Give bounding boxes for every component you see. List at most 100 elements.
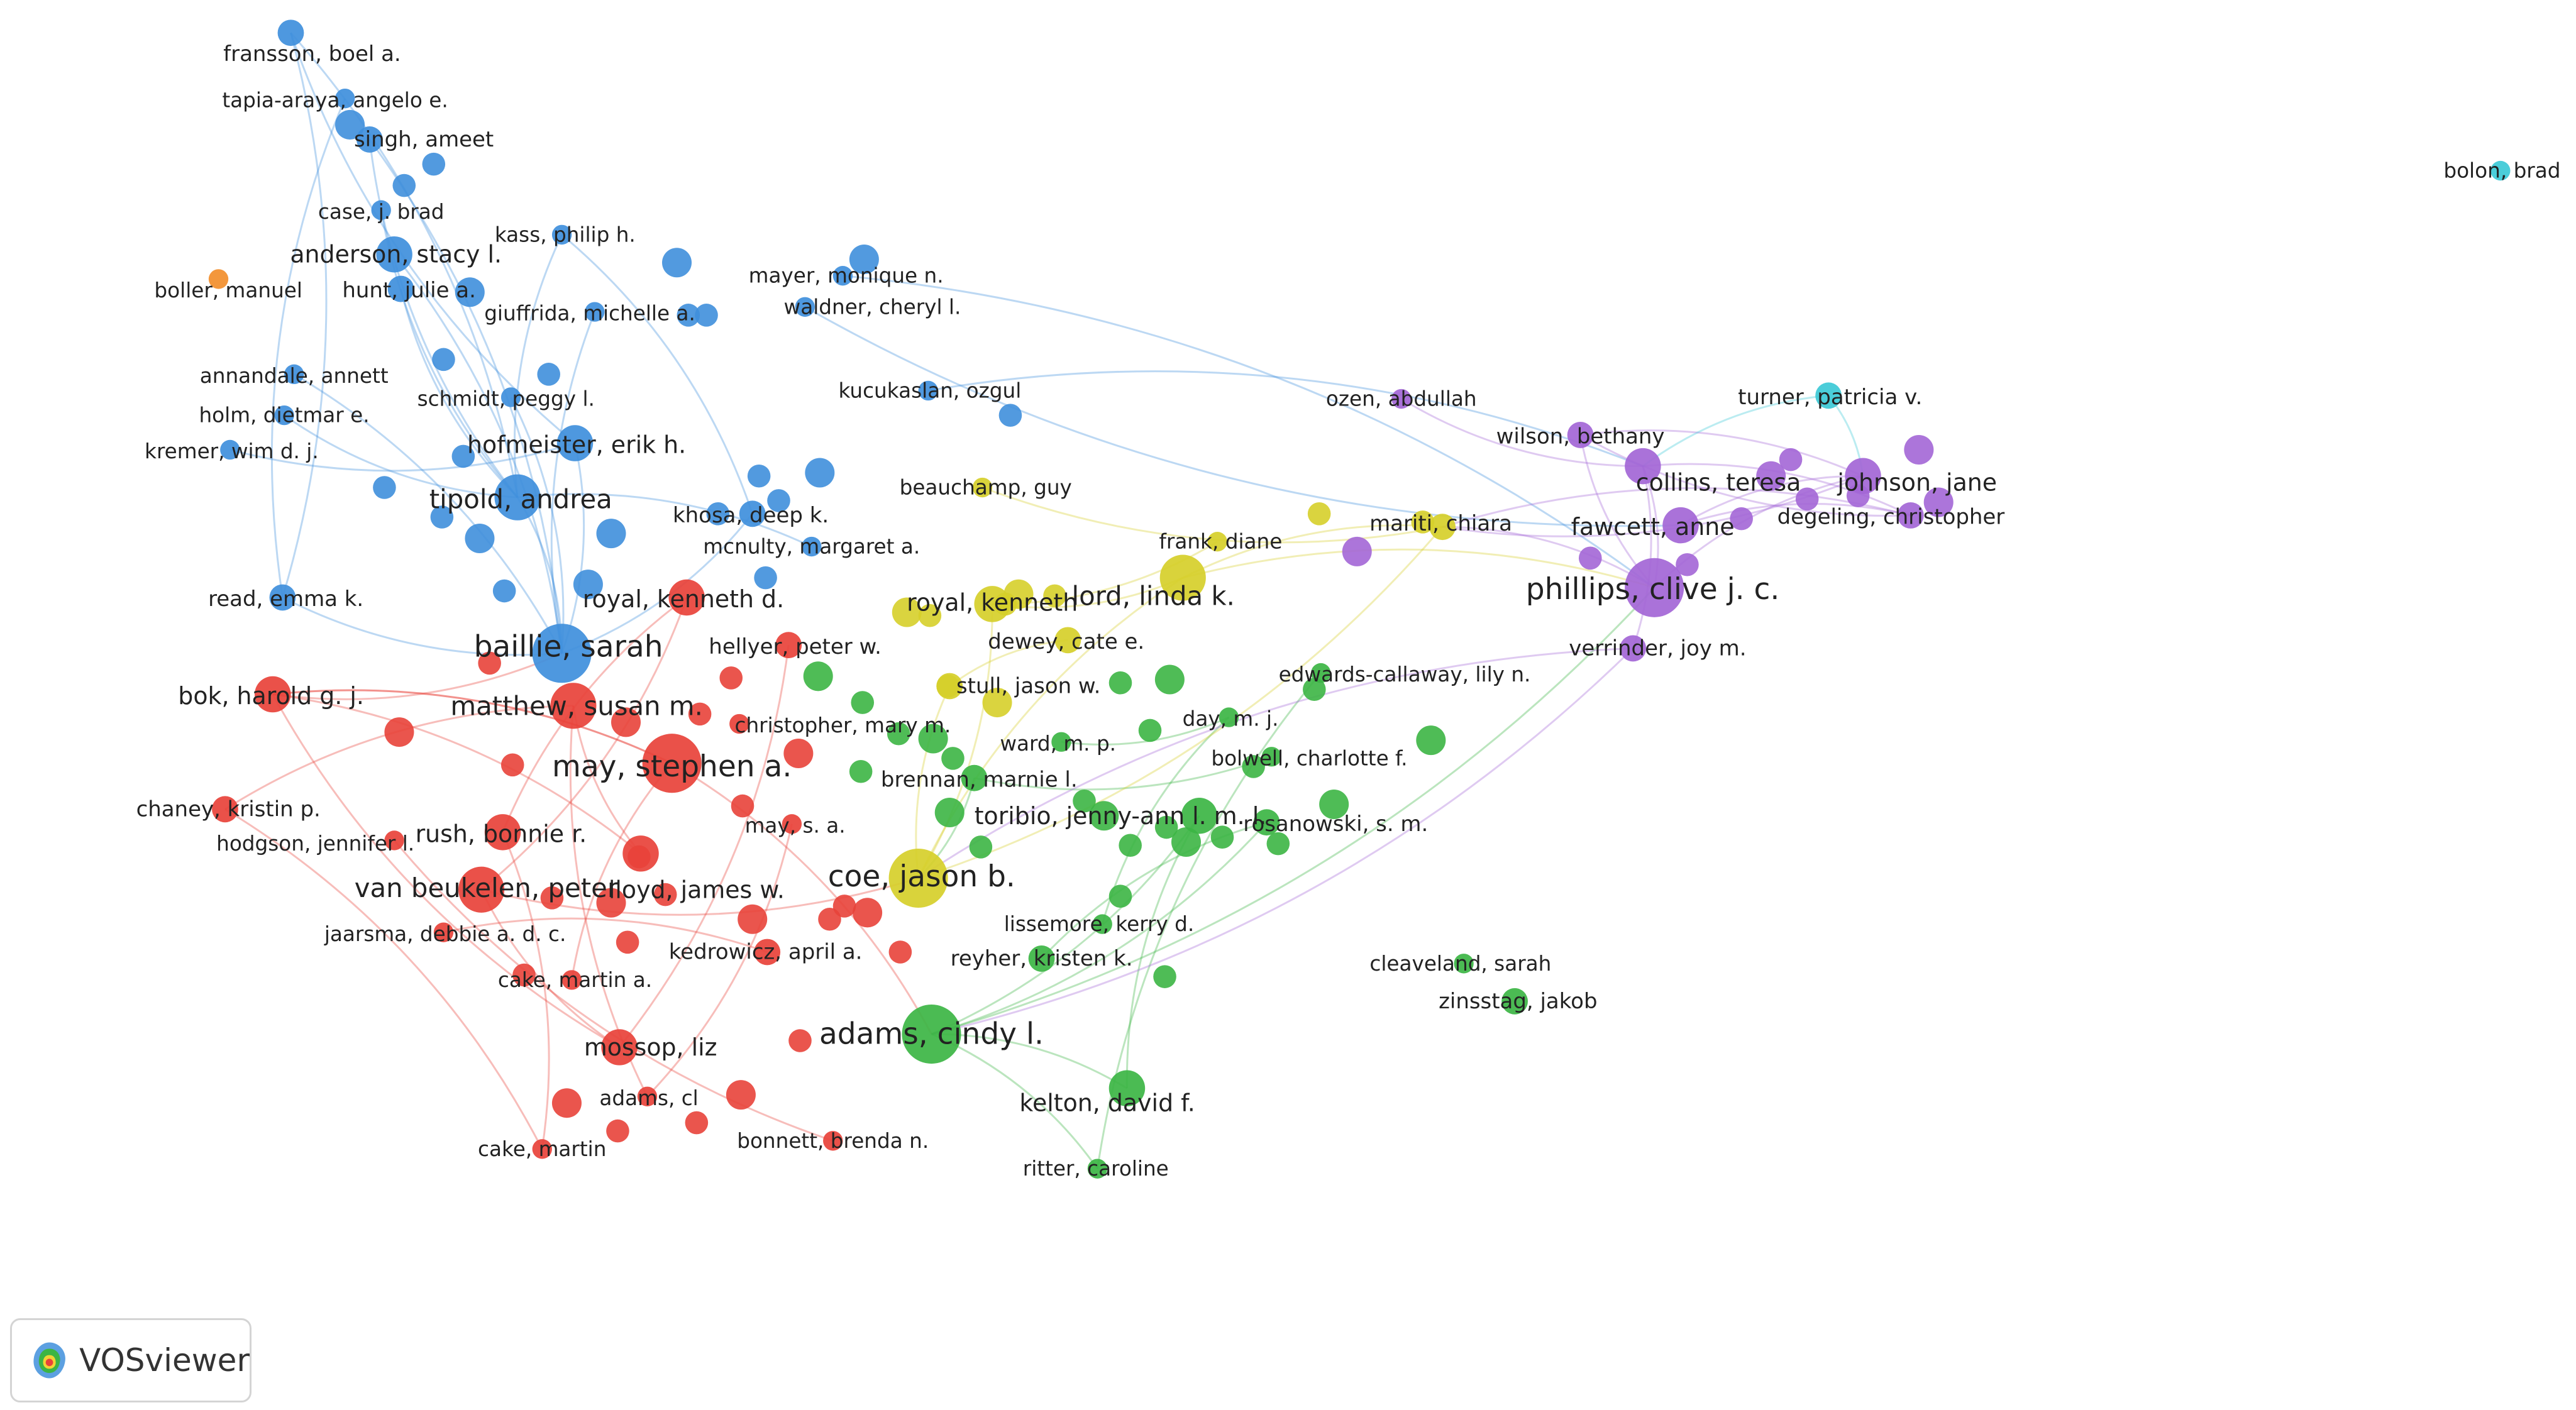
node-unlabeled-green[interactable] [1210,825,1234,849]
node-unlabeled-green[interactable] [1319,789,1349,819]
node-ozen[interactable] [1391,388,1412,409]
node-unlabeled-blue[interactable] [706,502,730,526]
label-kremer[interactable]: kremer, wim d. j. [145,439,319,463]
node-degeling[interactable] [1897,502,1924,529]
node-unlabeled-red[interactable] [738,904,768,934]
node-wilson[interactable] [1567,422,1594,448]
node-unlabeled-purple[interactable] [1923,487,1954,517]
node-cake_ma[interactable] [561,970,582,990]
node-bok[interactable] [254,676,291,713]
node-christopher_m[interactable] [729,713,749,734]
label-waldner[interactable]: waldner, cheryl l. [783,295,961,319]
node-unlabeled-purple[interactable] [1904,434,1934,465]
label-bolwell[interactable]: bolwell, charlotte f. [1211,746,1407,770]
label-christopher_m[interactable]: christopher, mary m. [735,713,951,737]
label-ward[interactable]: ward, m. p. [1000,732,1116,756]
label-adams_cl[interactable]: adams, cl [599,1086,698,1110]
label-hellyer[interactable]: hellyer, peter w. [709,634,882,659]
label-jaarsma[interactable]: jaarsma, debbie a. d. c. [324,922,567,946]
node-unlabeled-blue[interactable] [677,304,700,327]
label-rush[interactable]: rush, bonnie r. [416,820,587,847]
node-unlabeled-green[interactable] [1154,664,1185,695]
node-unlabeled-blue[interactable] [596,519,626,549]
label-mcnulty[interactable]: mcnulty, margaret a. [703,535,920,559]
node-cake_m[interactable] [532,1139,552,1159]
node-unlabeled-blue[interactable] [335,109,365,140]
node-unlabeled-yellow[interactable] [1411,510,1435,534]
node-adams_ci[interactable] [902,1005,961,1064]
node-kucukaslan[interactable] [918,380,938,401]
node-waldner[interactable] [795,297,815,317]
node-unlabeled-green[interactable] [1073,789,1096,813]
node-unlabeled-green[interactable] [1153,965,1176,988]
label-brennan[interactable]: brennan, marnie l. [881,767,1078,792]
label-baillie[interactable]: baillie, sarah [474,629,663,664]
node-jaarsma[interactable] [433,922,454,942]
label-lord[interactable]: lord, linda k. [1072,580,1235,611]
label-zinsstag[interactable]: zinsstag, jakob [1439,989,1597,1014]
node-unlabeled-red[interactable] [500,753,524,777]
node-unlabeled-red[interactable] [478,651,501,675]
node-reyher[interactable] [1028,945,1055,972]
node-royal_kd[interactable] [668,579,705,616]
node-unlabeled-blue[interactable] [492,579,516,603]
node-hofmeister[interactable] [556,425,594,461]
label-rosanowski[interactable]: rosanowski, s. m. [1243,812,1428,837]
label-dewey[interactable]: dewey, cate e. [988,629,1144,654]
node-unlabeled-red[interactable] [853,898,883,928]
node-unlabeled-red[interactable] [688,702,712,726]
label-cake_m[interactable]: cake, martin [478,1137,606,1161]
label-tipold[interactable]: tipold, andrea [429,483,612,514]
node-unlabeled-red[interactable] [685,1111,709,1135]
label-kucukaslan[interactable]: kucukaslan, ozgul [839,378,1022,402]
label-wilson[interactable]: wilson, bethany [1496,424,1665,449]
label-may_s[interactable]: may, s. a. [745,813,846,837]
node-mayer[interactable] [832,266,853,286]
label-frank[interactable]: frank, diane [1159,530,1282,554]
node-unlabeled-blue[interactable] [465,523,495,553]
label-singh[interactable]: singh, ameet [354,127,494,152]
node-johnson[interactable] [1845,458,1881,494]
label-khosa[interactable]: khosa, deep k. [673,503,829,528]
node-unlabeled-red[interactable] [888,940,912,964]
label-edwards[interactable]: edwards-callaway, lily n. [1279,663,1531,686]
label-royal_kd[interactable]: royal, kenneth d. [583,585,784,613]
node-kass[interactable] [551,224,572,245]
node-unlabeled-green[interactable] [803,661,833,691]
label-turner[interactable]: turner, patricia v. [1738,385,1922,410]
node-tapia[interactable] [335,88,355,109]
node-baillie[interactable] [532,624,592,683]
label-bok[interactable]: bok, harold g. j. [178,682,364,710]
node-verrinder[interactable] [1620,635,1647,662]
node-matthew[interactable] [550,683,597,729]
node-unlabeled-red[interactable] [731,794,755,818]
node-unlabeled-red[interactable] [512,963,536,987]
node-unlabeled-blue[interactable] [849,245,879,275]
node-unlabeled-green[interactable] [969,835,993,859]
label-hodgson[interactable]: hodgson, jennifer l. [216,832,414,856]
node-unlabeled-blue[interactable] [754,566,777,590]
label-bonnett[interactable]: bonnett, brenda n. [737,1129,929,1153]
node-tipold[interactable] [494,474,541,520]
node-unlabeled-green[interactable] [1266,832,1290,856]
node-collins[interactable] [1625,448,1661,485]
node-unlabeled-green[interactable] [1138,719,1162,742]
label-giuffrida[interactable]: giuffrida, michelle a. [484,302,695,326]
node-unlabeled-green[interactable] [1108,671,1132,695]
node-zinsstag[interactable] [1501,988,1528,1015]
node-unlabeled-red[interactable] [783,739,814,769]
node-fawcett[interactable] [1662,507,1699,544]
node-may_sa[interactable] [642,734,702,793]
node-kremer[interactable] [220,439,240,460]
node-unlabeled-blue[interactable] [998,404,1022,427]
node-lissemore[interactable] [1092,914,1112,934]
node-unlabeled-red[interactable] [384,717,414,747]
node-unlabeled-blue[interactable] [373,476,396,499]
node-unlabeled-red[interactable] [832,895,856,918]
node-brennan[interactable] [961,764,988,791]
node-unlabeled-yellow[interactable] [892,597,922,627]
label-chaney[interactable]: chaney, kristin p. [136,796,321,822]
node-unlabeled-green[interactable] [918,724,948,754]
node-royal_k[interactable] [974,586,1010,622]
node-unlabeled-yellow[interactable] [1307,502,1331,526]
